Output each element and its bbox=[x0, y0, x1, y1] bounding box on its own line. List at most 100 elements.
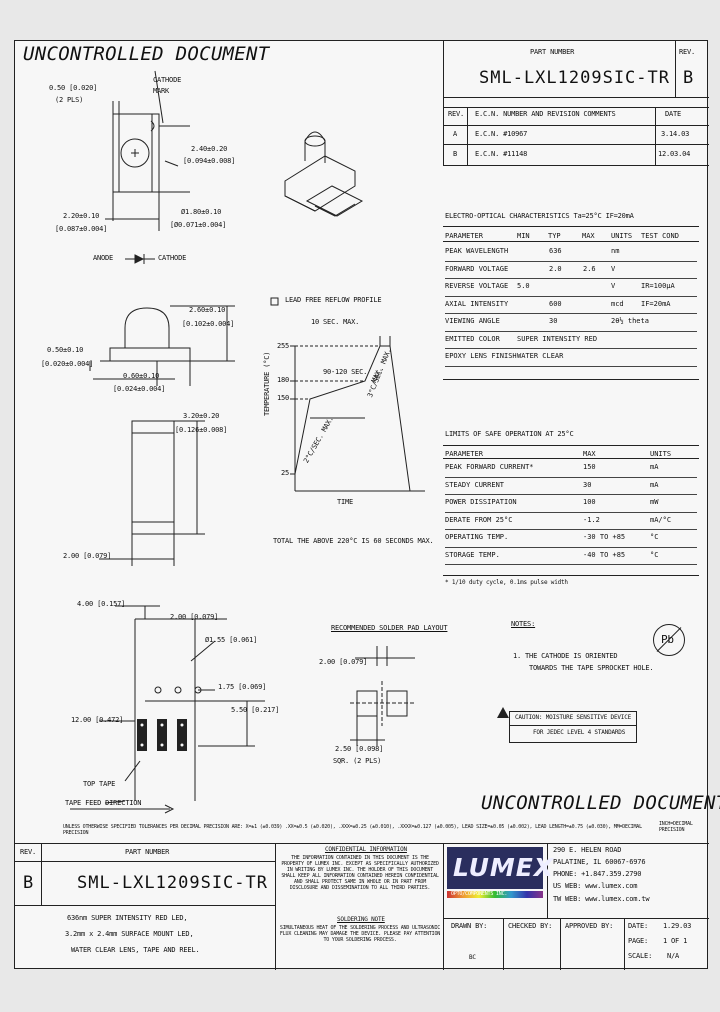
eo-row-divider bbox=[445, 330, 697, 332]
tolerance-inch: INCH=DECIMAL PRECISION bbox=[659, 821, 693, 833]
scale-value: N/A bbox=[667, 952, 680, 960]
caution-sub: FOR JEDEC LEVEL 4 STANDARDS bbox=[533, 729, 626, 736]
limits-footnote: * 1/10 duty cycle, 0.1ms pulse width bbox=[445, 579, 568, 586]
logo-sub: OPTO/COMPONENTS INC. bbox=[451, 891, 508, 897]
date-value: 1.29.03 bbox=[663, 922, 692, 930]
web-us[interactable]: US WEB: www.lumex.com bbox=[553, 882, 638, 890]
uncontrolled-stamp-top: UNCONTROLLED DOCUMENT bbox=[23, 43, 270, 65]
eo-h-units: UNITS bbox=[611, 232, 633, 240]
pad-width-dim: 0.50 [0.020] bbox=[49, 84, 98, 92]
pad-count-label: SQR. (2 PLS) bbox=[333, 757, 382, 765]
rev-row-b: B bbox=[453, 150, 458, 158]
eo-h-cond: TEST COND bbox=[641, 232, 679, 240]
pad-count-dim: (2 PLS) bbox=[55, 96, 84, 104]
tb-confidential-title: CONFIDENTIAL INFORMATION bbox=[325, 846, 407, 853]
limits-row-4-col-2: °C bbox=[650, 533, 659, 541]
limits-row-divider bbox=[445, 476, 697, 478]
eo-row-4-col-2: 30 bbox=[549, 317, 558, 325]
limits-row-5-col-1: -40 TO +85 bbox=[583, 550, 626, 559]
width-dim-in: [0.087±0.004] bbox=[55, 225, 108, 233]
eo-row-1-col-3: 2.6 bbox=[583, 264, 596, 273]
limits-row-3-col-0: DERATE FROM 25°C bbox=[445, 515, 513, 524]
limits-h-param: PARAMETER bbox=[445, 450, 483, 458]
tape-half-dim: 2.00 [0.079] bbox=[170, 613, 219, 621]
reflow-yaxis: TEMPERATURE (°C) bbox=[263, 351, 271, 416]
eo-h-typ: TYP bbox=[548, 232, 561, 240]
cathode-label: CATHODE bbox=[158, 254, 187, 262]
top-tape-label: TOP TAPE bbox=[83, 780, 116, 788]
drawn-value: BC bbox=[469, 954, 476, 961]
limits-table: PARAMETER MAX UNITS PEAK FORWARD CURRENT… bbox=[445, 446, 701, 576]
length-dim-in: [0.094±0.008] bbox=[183, 157, 236, 165]
eo-row-5-col-1: SUPER INTENSITY RED bbox=[517, 334, 598, 343]
date-col-header: DATE bbox=[665, 110, 682, 118]
eo-row-6-col-0: EPOXY LENS FINISH bbox=[445, 352, 517, 360]
cathode-mark-label: CATHODE MARK bbox=[153, 76, 182, 95]
limits-row-4-col-0: OPERATING TEMP. bbox=[445, 533, 509, 541]
limits-row-3-col-2: mA/°C bbox=[650, 515, 672, 524]
eo-row-0-col-0: PEAK WAVELENGTH bbox=[445, 247, 509, 255]
addr-line2: PALATINE, IL 60067-6976 bbox=[553, 858, 646, 866]
checked-label: CHECKED BY: bbox=[508, 922, 553, 930]
rohs-pb-text: Pb bbox=[661, 633, 674, 646]
tb-part: SML-LXL1209SIC-TR bbox=[77, 873, 268, 893]
limits-row-0-col-1: 150 bbox=[583, 463, 596, 471]
limits-row-4-col-1: -30 TO +85 bbox=[583, 533, 626, 541]
eo-row-3-col-2: 600 bbox=[549, 299, 562, 308]
part-number-label: PART NUMBER bbox=[530, 48, 575, 56]
limits-row-5-col-0: STORAGE TEMP. bbox=[445, 550, 500, 559]
limits-row-1-col-1: 30 bbox=[583, 480, 592, 489]
length-dim: 2.40±0.20 bbox=[191, 145, 228, 153]
ecn-col-header: E.C.N. NUMBER AND REVISION COMMENTS bbox=[475, 110, 616, 118]
lens-dia-dim: Ø1.80±0.10 bbox=[181, 208, 222, 216]
pad-size-dim: 2.50 [0.098] bbox=[335, 745, 384, 753]
scale-label: SCALE: bbox=[628, 952, 653, 960]
eo-title: ELECTRO-OPTICAL CHARACTERISTICS Ta=25°C … bbox=[445, 212, 634, 220]
drawing-sheet: UNCONTROLLED DOCUMENT PART NUMBER SML-LX… bbox=[14, 40, 720, 970]
rev-label: REV. bbox=[679, 48, 696, 56]
reflow-profile-chart bbox=[270, 297, 425, 492]
caution-box bbox=[509, 711, 637, 743]
limits-row-1-col-2: mA bbox=[650, 480, 659, 489]
eo-row-divider bbox=[445, 313, 697, 314]
limits-row-divider bbox=[445, 511, 697, 513]
eo-row-2-col-1: 5.0 bbox=[517, 282, 530, 290]
tb-desc3: WATER CLEAR LENS, TAPE AND REEL. bbox=[71, 946, 200, 954]
logo-spectrum bbox=[447, 891, 543, 898]
eo-row-6-col-1: WATER CLEAR bbox=[517, 352, 564, 360]
pitch-small-dim: 2.00 [0.079] bbox=[63, 552, 112, 560]
reflow-tick-150: 150 bbox=[277, 394, 290, 402]
tb-rev-label: REV. bbox=[20, 848, 37, 856]
uncontrolled-stamp-bottom: UNCONTROLLED DOCUMENT bbox=[481, 792, 720, 814]
reflow-note: TOTAL THE ABOVE 220°C IS 60 SECONDS MAX. bbox=[273, 537, 434, 545]
base-h-dim: 0.60±0.10 bbox=[123, 372, 160, 380]
eo-row-0-col-4: nm bbox=[611, 247, 620, 255]
limits-row-divider bbox=[445, 564, 697, 565]
package-drawing bbox=[70, 70, 364, 814]
notes-line1: 1. THE CATHODE IS ORIENTED bbox=[513, 652, 618, 660]
eo-row-1-col-0: FORWARD VOLTAGE bbox=[445, 264, 509, 273]
limits-title: LIMITS OF SAFE OPERATION AT 25°C bbox=[445, 430, 574, 438]
reflow-tick-180: 180 bbox=[277, 376, 290, 384]
date-label: DATE: bbox=[628, 922, 649, 930]
limits-row-0-col-0: PEAK FORWARD CURRENT* bbox=[445, 463, 534, 471]
rohs-pb-icon: Pb bbox=[653, 624, 685, 656]
eo-row-3-col-4: mcd bbox=[611, 299, 624, 308]
web-tw[interactable]: TW WEB: www.lumex.com.tw bbox=[553, 895, 650, 903]
pad-gap-dim: 2.00 [0.079] bbox=[319, 658, 368, 666]
limits-row-0-col-2: mA bbox=[650, 463, 659, 471]
drawn-label: DRAWN BY: bbox=[451, 922, 488, 930]
reflow-xaxis: TIME bbox=[337, 498, 354, 506]
eo-row-divider bbox=[445, 295, 697, 297]
eo-row-1-col-4: V bbox=[611, 264, 616, 273]
tape-width-dim: 12.00 [0.472] bbox=[71, 716, 124, 724]
lead-thk-dim: 0.50±0.10 bbox=[47, 346, 84, 354]
reflow-title: LEAD FREE REFLOW PROFILE bbox=[285, 296, 382, 304]
eo-row-2-col-0: REVERSE VOLTAGE bbox=[445, 282, 509, 290]
pad-layout-title: RECOMMENDED SOLDER PAD LAYOUT bbox=[331, 624, 448, 632]
width-dim: 2.20±0.10 bbox=[63, 212, 100, 220]
eo-row-3-col-5: IF=20mA bbox=[641, 299, 671, 308]
reflow-peak: 10 SEC. MAX. bbox=[311, 318, 360, 326]
eo-row-5-col-0: EMITTED COLOR bbox=[445, 334, 500, 343]
notes-title: NOTES: bbox=[511, 620, 536, 628]
